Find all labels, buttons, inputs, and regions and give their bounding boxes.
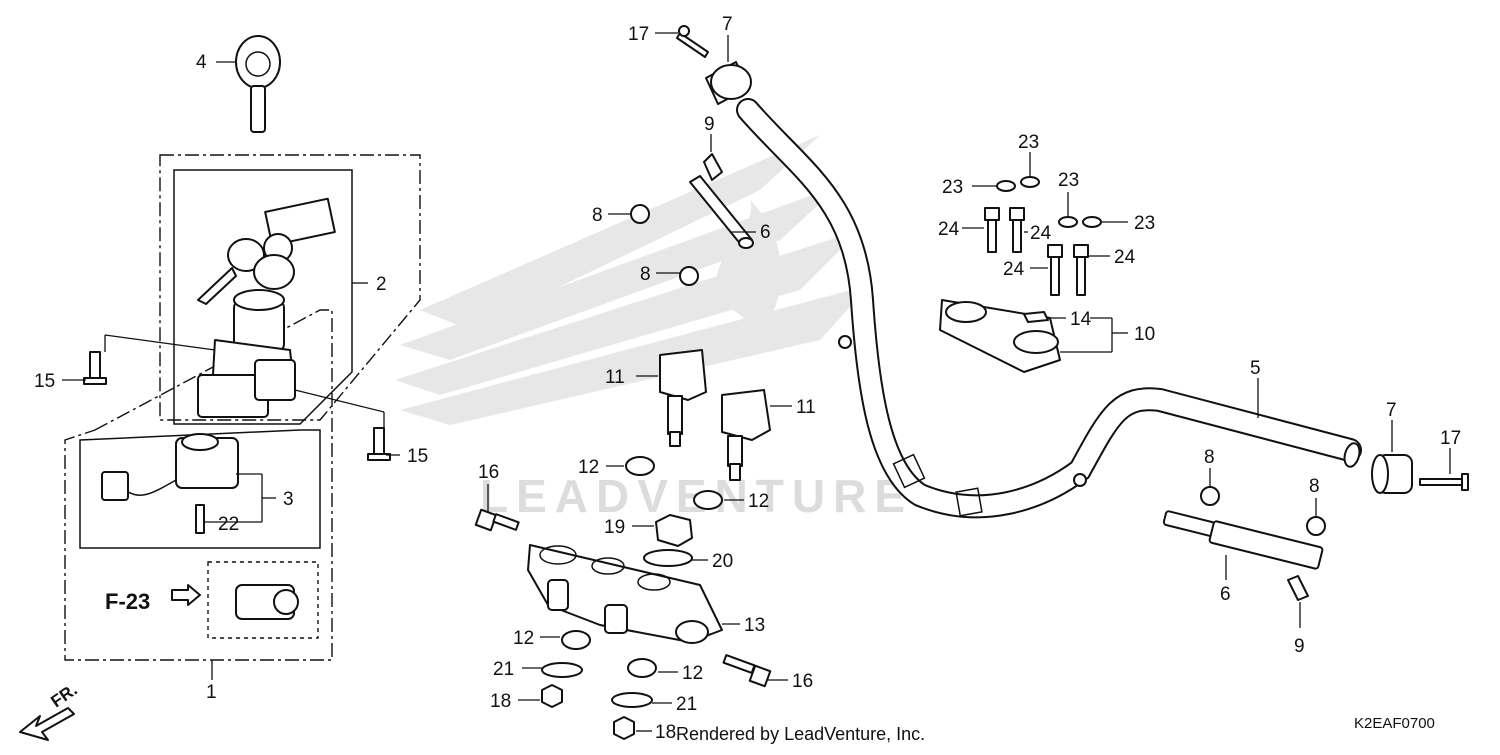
callout-9-left: 9 [704,114,715,135]
nut-18-left [541,684,563,708]
lower-holder-right [721,389,771,481]
nut-8-b [679,266,699,286]
seat-lock [101,433,239,501]
callout-2: 2 [376,274,387,295]
callout-12-c: 12 [513,628,534,649]
callout-14: 14 [1070,309,1092,330]
callout-10: 10 [1134,324,1155,345]
collar-left [689,175,754,249]
callout-21-right: 21 [676,694,697,715]
reference-arrow [171,584,201,606]
callout-5: 5 [1250,358,1261,379]
callout-23-c: 23 [1058,170,1079,191]
callout-16-lower: 16 [792,671,813,692]
callout-21-left: 21 [493,659,514,680]
key-blank [235,35,281,133]
washer-21-left [541,662,583,678]
callout-12-d: 12 [682,663,703,684]
rubber-bushing-d [627,658,657,678]
callout-13: 13 [744,615,765,636]
bolt-caps [996,176,1102,228]
nut-8-c [1200,486,1220,506]
clip-left [703,153,723,181]
ignition-switch [197,289,296,418]
callout-12-b: 12 [748,491,769,512]
steering-stem-nut [655,514,693,547]
bar-end-bolt-left [676,25,709,58]
callout-19: 19 [604,517,625,538]
callout-15-left: 15 [34,371,55,392]
screw-22 [195,504,205,534]
diagram-code: K2EAF0700 [1354,715,1435,732]
callout-15-right: 15 [407,446,428,467]
callout-12-a: 12 [578,457,599,478]
clip-right [1287,575,1309,601]
callout-8-a: 8 [592,205,603,226]
screw-15-right [367,427,391,461]
callout-8-b: 8 [640,264,651,285]
holder-bolt-16-upper [474,508,520,532]
callout-18-right: 18 [655,722,676,743]
rubber-bushing-c [561,630,591,650]
callout-23-b: 23 [1018,132,1039,153]
callout-24-c: 24 [1003,259,1025,280]
reference-label: F-23 [105,589,150,614]
top-bridge [527,544,723,644]
callout-23-a: 23 [942,177,963,198]
reference-box [207,561,319,639]
holder-bolt-16-lower [722,654,772,688]
callout-24-a: 24 [938,219,960,240]
washer-21-right [611,692,653,708]
nut-18-right [613,716,635,740]
bar-end-bolt-right [1419,473,1469,491]
holder-bolts [984,207,1089,296]
key-set [197,197,336,305]
callout-1: 1 [206,682,217,703]
front-label: FR. [47,680,80,711]
callout-9-right: 9 [1294,636,1305,657]
bar-end-weight-left [705,61,752,105]
callout-23-d: 23 [1134,213,1155,234]
callout-20: 20 [712,551,733,572]
callout-6-right: 6 [1220,584,1231,605]
callout-6-left: 6 [760,222,771,243]
callout-22: 22 [218,514,239,535]
upper-holder [939,299,1061,373]
callout-24-b: 24 [1030,223,1052,244]
collar-right [1162,510,1324,570]
callout-8-c: 8 [1204,447,1215,468]
callout-7-right: 7 [1386,400,1397,421]
group-box-3 [79,429,321,549]
callout-11-left: 11 [605,367,625,388]
washer-14 [1023,311,1049,323]
key-cylinder [235,584,299,620]
group-box-outer [64,309,333,661]
watermark-text: LEADVENTURE [480,470,913,522]
footer-credit: Rendered by LeadVenture, Inc. [676,724,925,744]
callout-17-left: 17 [628,24,649,45]
rubber-bushing-a [625,456,655,476]
callout-4: 4 [196,52,207,73]
callout-16-upper: 16 [478,462,499,483]
screw-15-left [83,351,107,385]
nut-8-a [630,204,650,224]
honda-wing-watermark [395,135,870,425]
front-arrow [19,707,75,741]
washer-20 [643,549,693,567]
callout-11-right: 11 [796,397,816,418]
callout-3: 3 [283,489,294,510]
callout-7-left: 7 [722,14,733,35]
lower-holder-left [659,349,707,447]
callout-17-right: 17 [1440,428,1461,449]
group-box-1 [159,154,421,421]
nut-8-d [1306,516,1326,536]
callout-8-d: 8 [1309,476,1320,497]
callout-18-left: 18 [490,691,511,712]
callout-24-d: 24 [1114,247,1136,268]
rubber-bushing-b [693,490,723,510]
bar-end-weight-right [1371,454,1413,494]
